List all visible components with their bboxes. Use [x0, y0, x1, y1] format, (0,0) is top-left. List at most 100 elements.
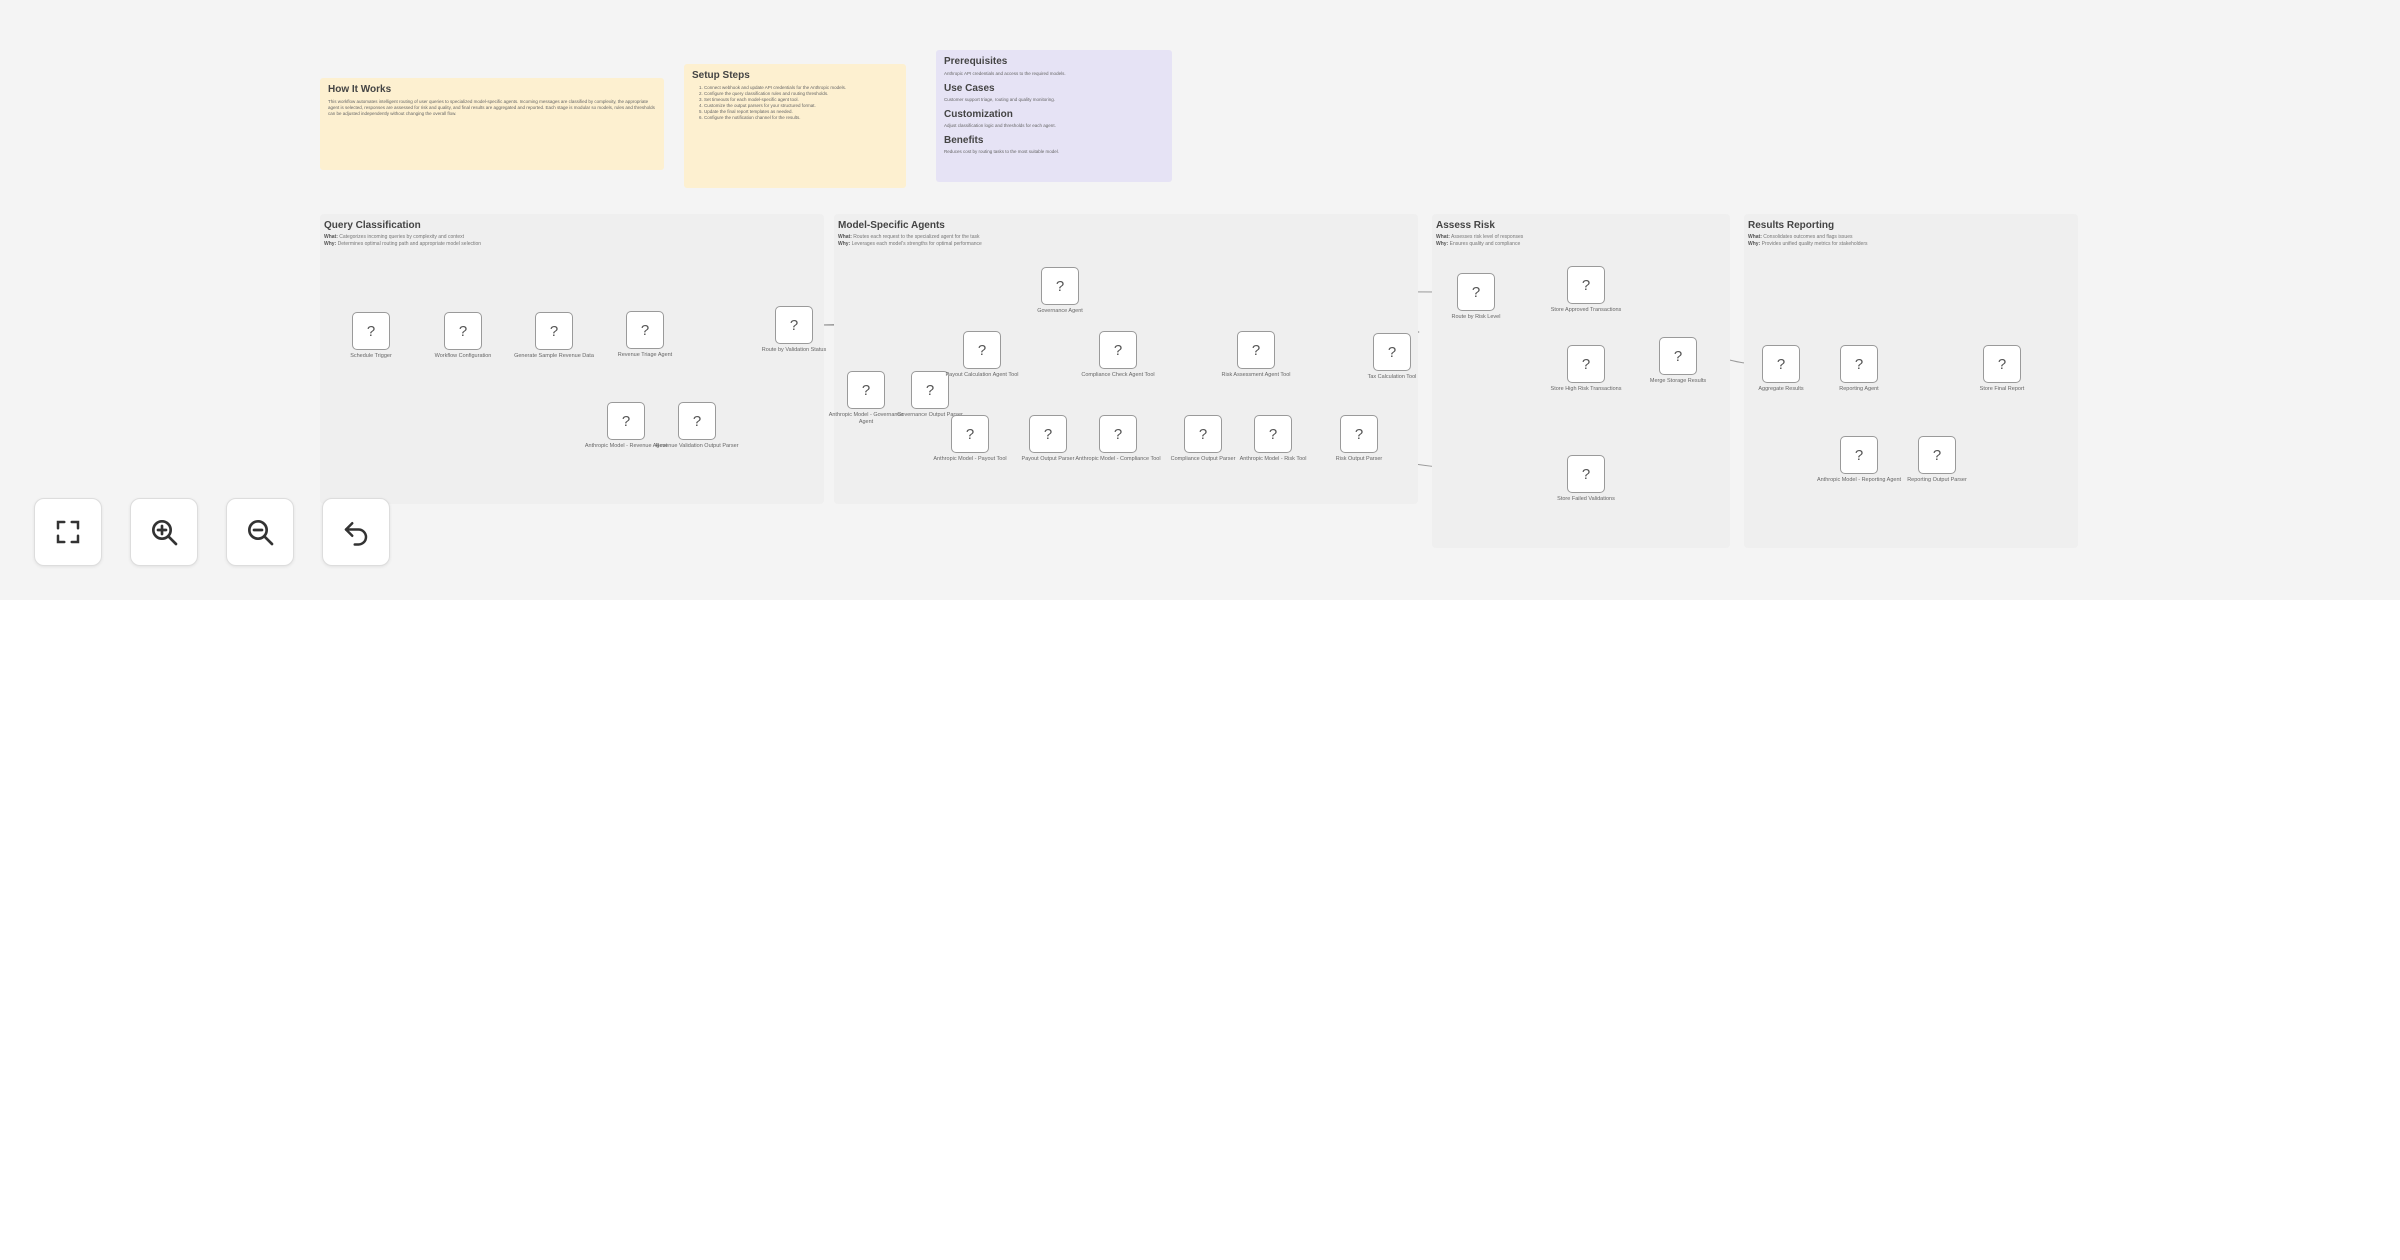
- node-label: Workflow Configuration: [434, 353, 492, 359]
- workflow-node[interactable]: ?: [1840, 345, 1878, 383]
- zoom-out-button[interactable]: [226, 498, 294, 566]
- node-label: Payout Calculation Agent Tool: [945, 372, 1019, 378]
- section-why: Why: Determines optimal routing path and…: [324, 241, 820, 248]
- workflow-node[interactable]: ?: [626, 311, 664, 349]
- workflow-node[interactable]: ?: [1840, 436, 1878, 474]
- workflow-node[interactable]: ?: [1041, 267, 1079, 305]
- zoom-in-icon: [152, 520, 178, 546]
- sticky-title: How It Works: [328, 84, 392, 95]
- zoom-in-button[interactable]: [130, 498, 198, 566]
- sticky-setup-steps[interactable]: Setup Steps Connect webhook and update A…: [684, 64, 906, 188]
- use-cases-body: Customer support triage, routing and qua…: [944, 97, 1056, 102]
- unknown-node-icon: ?: [549, 322, 559, 340]
- node-label: Store High Risk Transactions: [1550, 386, 1622, 392]
- workflow-node[interactable]: ?: [951, 415, 989, 453]
- unknown-node-icon: ?: [1043, 425, 1053, 443]
- unknown-node-icon: ?: [1055, 277, 1065, 295]
- node-label: Payout Output Parser: [1021, 456, 1075, 462]
- unknown-node-icon: ?: [1581, 355, 1591, 373]
- workflow-node[interactable]: ?: [1184, 415, 1222, 453]
- node-label: Tax Calculation Tool: [1367, 374, 1417, 380]
- unknown-node-icon: ?: [925, 381, 935, 399]
- node-label: Revenue Validation Output Parser: [655, 443, 739, 449]
- node-label: Store Approved Transactions: [1550, 307, 1622, 313]
- workflow-node[interactable]: ?: [1254, 415, 1292, 453]
- zoom-out-icon: [248, 520, 274, 546]
- node-label: Governance Agent: [1037, 308, 1083, 314]
- node-label: Anthropic Model - Reporting Agent: [1816, 477, 1902, 483]
- node-label: Anthropic Model - Payout Tool: [933, 456, 1007, 462]
- workflow-node[interactable]: ?: [1373, 333, 1411, 371]
- unknown-node-icon: ?: [640, 321, 650, 339]
- section-title: Query Classification: [324, 220, 421, 231]
- unknown-node-icon: ?: [692, 412, 702, 430]
- sticky-prerequisites[interactable]: Prerequisites Anthropic API credentials …: [936, 50, 1172, 182]
- workflow-node[interactable]: ?: [1567, 455, 1605, 493]
- setup-step: Configure the query classification rules…: [704, 91, 898, 97]
- unknown-node-icon: ?: [1387, 343, 1397, 361]
- node-label: Compliance Output Parser: [1170, 456, 1236, 462]
- workflow-node[interactable]: ?: [847, 371, 885, 409]
- fit-view-button[interactable]: [34, 498, 102, 566]
- why-text: Determines optimal routing path and appr…: [337, 241, 482, 247]
- setup-step: Customize the output parsers for your st…: [704, 103, 898, 109]
- workflow-node[interactable]: ?: [1659, 337, 1697, 375]
- benefits-heading: Benefits: [944, 135, 984, 146]
- workflow-node[interactable]: ?: [607, 402, 645, 440]
- workflow-node[interactable]: ?: [1567, 345, 1605, 383]
- workflow-node[interactable]: ?: [444, 312, 482, 350]
- workflow-node[interactable]: ?: [1029, 415, 1067, 453]
- workflow-node[interactable]: ?: [1099, 331, 1137, 369]
- unknown-node-icon: ?: [789, 316, 799, 334]
- section-query-classification[interactable]: Query Classification What: Categorizes i…: [320, 214, 824, 504]
- workflow-node[interactable]: ?: [535, 312, 573, 350]
- why-label: Why:: [838, 241, 851, 247]
- node-label: Merge Storage Results: [1649, 378, 1707, 384]
- unknown-node-icon: ?: [861, 381, 871, 399]
- node-label: Anthropic Model - Governance Agent: [828, 412, 904, 425]
- sticky-body: This workflow automates intelligent rout…: [328, 99, 655, 116]
- workflow-node[interactable]: ?: [1237, 331, 1275, 369]
- workflow-node[interactable]: ?: [1762, 345, 1800, 383]
- unknown-node-icon: ?: [1113, 425, 1123, 443]
- node-label: Aggregate Results: [1758, 386, 1804, 392]
- workflow-node[interactable]: ?: [963, 331, 1001, 369]
- sticky-how-it-works[interactable]: How It Works This workflow automates int…: [320, 78, 664, 170]
- workflow-node[interactable]: ?: [911, 371, 949, 409]
- workflow-node[interactable]: ?: [775, 306, 813, 344]
- benefits-body: Reduces cost by routing tasks to the mos…: [944, 149, 1060, 154]
- sticky-title: Prerequisites: [944, 56, 1008, 67]
- node-label: Route by Validation Status: [761, 347, 827, 353]
- node-label: Generate Sample Revenue Data: [514, 353, 594, 359]
- section-title: Results Reporting: [1748, 220, 1835, 231]
- unknown-node-icon: ?: [1854, 355, 1864, 373]
- setup-step: Connect webhook and update API credentia…: [704, 85, 898, 91]
- what-label: What:: [838, 234, 852, 240]
- section-results-reporting[interactable]: Results Reporting What: Consolidates out…: [1744, 214, 2078, 548]
- why-label: Why:: [1436, 241, 1449, 247]
- unknown-node-icon: ?: [1581, 276, 1591, 294]
- unknown-node-icon: ?: [1268, 425, 1278, 443]
- workflow-node[interactable]: ?: [1340, 415, 1378, 453]
- node-label: Route by Risk Level: [1451, 314, 1501, 320]
- undo-button[interactable]: [322, 498, 390, 566]
- unknown-node-icon: ?: [366, 322, 376, 340]
- workflow-node[interactable]: ?: [1457, 273, 1495, 311]
- workflow-node[interactable]: ?: [352, 312, 390, 350]
- unknown-node-icon: ?: [1673, 347, 1683, 365]
- workflow-node[interactable]: ?: [1918, 436, 1956, 474]
- what-label: What:: [1436, 234, 1450, 240]
- workflow-node[interactable]: ?: [1099, 415, 1137, 453]
- what-text: Routes each request to the specialized a…: [853, 234, 980, 240]
- unknown-node-icon: ?: [621, 412, 631, 430]
- unknown-node-icon: ?: [1251, 341, 1261, 359]
- workflow-node[interactable]: ?: [1983, 345, 2021, 383]
- why-text: Leverages each model's strengths for opt…: [851, 241, 982, 247]
- workflow-node[interactable]: ?: [1567, 266, 1605, 304]
- workflow-canvas[interactable]: How It Works This workflow automates int…: [0, 0, 2400, 600]
- unknown-node-icon: ?: [1581, 465, 1591, 483]
- section-what: What: Routes each request to the special…: [838, 234, 1414, 241]
- unknown-node-icon: ?: [1471, 283, 1481, 301]
- workflow-node[interactable]: ?: [678, 402, 716, 440]
- customization-heading: Customization: [944, 109, 1013, 120]
